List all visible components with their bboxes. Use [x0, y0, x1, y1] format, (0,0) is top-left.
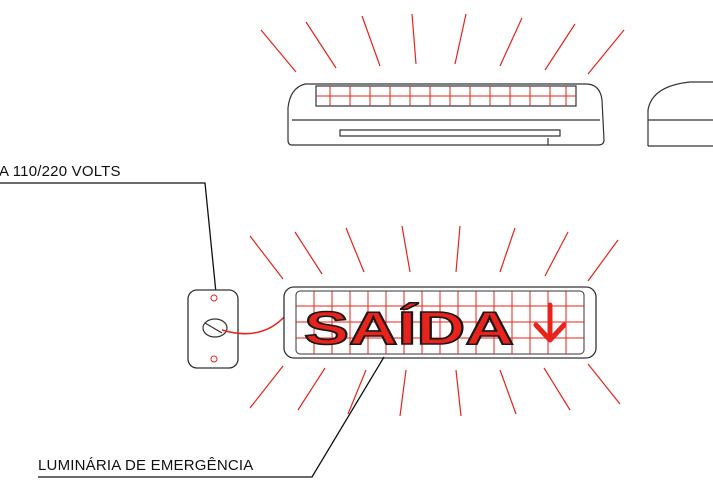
power-leader-line [0, 182, 217, 294]
wall-switch [187, 289, 239, 369]
fixture-label: LUMINÁRIA DE EMERGÊNCIA [38, 457, 254, 474]
luminaire-grid [296, 291, 584, 354]
fixture-leader-line [38, 356, 385, 478]
luminaire-top-grid [316, 86, 576, 106]
exit-arrow-icon [533, 302, 567, 343]
luminaire-top-view [287, 83, 605, 146]
exit-sign-text: SAÍDA [304, 302, 514, 354]
power-wire [221, 314, 287, 335]
top-glow-rays [260, 13, 625, 75]
luminaire-side-profile [647, 81, 713, 147]
sign-glow-rays [249, 225, 621, 417]
power-label: A 110/220 VOLTS [0, 163, 121, 180]
